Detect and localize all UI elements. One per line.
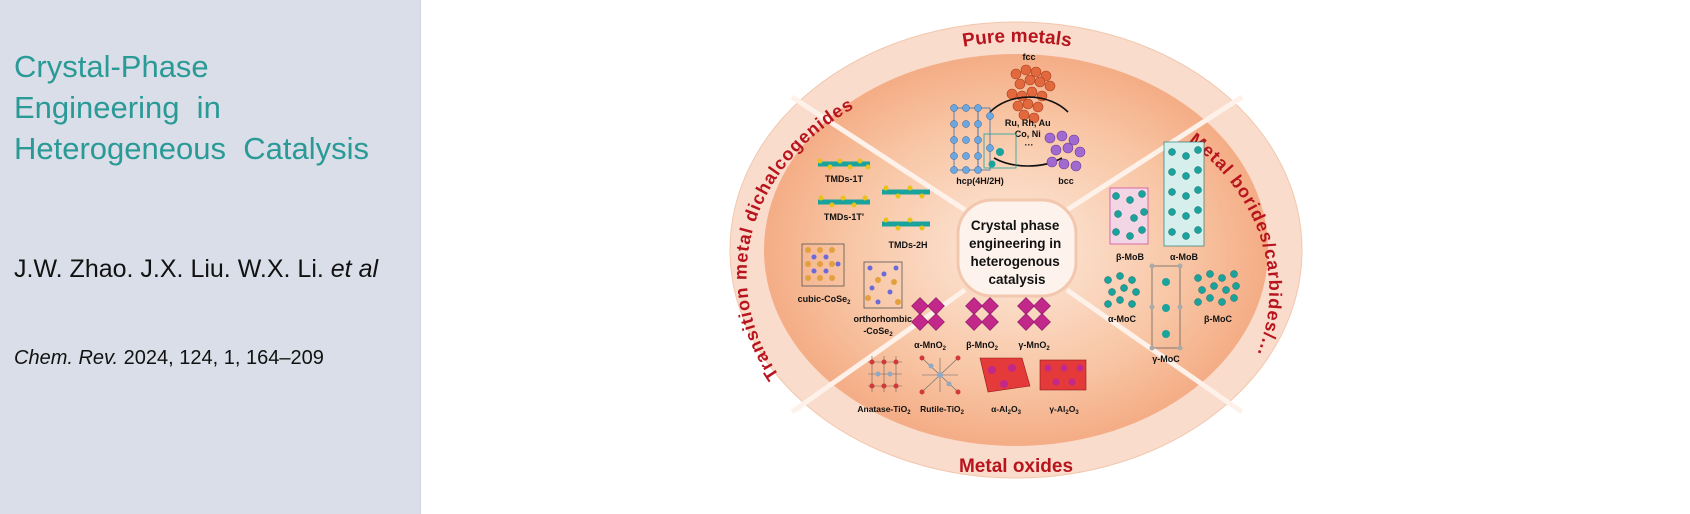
alpha-mno2-label: α-MnO2 — [914, 340, 947, 352]
tmd-2h-structure — [882, 185, 930, 231]
ortho-coSe2-structure — [863, 261, 903, 309]
alpha-moc-label: α-MoC — [1108, 314, 1137, 324]
bcc-label: bcc — [1058, 176, 1074, 186]
anatase-tio2-structure — [868, 356, 902, 392]
beta-mob-label: β-MoB — [1116, 252, 1144, 262]
gamma-al2o3-structure — [1039, 359, 1087, 391]
paper-title-line1: Crystal-Phase — [14, 49, 209, 84]
oxides-sector: α-MnO2 β-MnO2 γ-MnO2 Anatase-TiO2 Rutile… — [857, 297, 1087, 416]
hcp-label: hcp(4H/2H) — [956, 176, 1004, 186]
beta-moc-label: β-MoC — [1204, 314, 1232, 324]
borides-carbides-sector: β-MoB α-MoB α-MoC γ-MoC β-MoC — [1104, 141, 1240, 364]
tmd-sector: TMDs-1T TMDs-1T' TMDs-2H cubic-CoSe2 — [798, 158, 930, 338]
alpha-moc-structure — [1104, 272, 1140, 308]
cycle-arc-top — [989, 96, 1069, 113]
beta-mno2-label: β-MnO2 — [966, 340, 999, 352]
beta-moc-structure — [1194, 270, 1240, 306]
citation-details: 2024, 124, 1, 164–209 — [123, 347, 324, 369]
tmd-1tp-label: TMDs-1T' — [824, 212, 864, 222]
alpha-al2o3-label: α-Al2O3 — [991, 404, 1022, 416]
gamma-moc-label: γ-MoC — [1152, 354, 1180, 364]
paper-title: Crystal-Phase Engineering in Heterogeneo… — [14, 46, 414, 169]
paper-title-line2: Engineering in — [14, 90, 221, 125]
alpha-mno2-structure — [911, 297, 945, 331]
cubic-coSe2-structure — [801, 243, 845, 287]
gamma-mno2-structure — [1017, 297, 1051, 331]
bcc-cluster — [1044, 130, 1086, 172]
authors-names: J.W. Zhao. J.X. Liu. W.X. Li. — [14, 255, 324, 283]
gamma-mno2-label: γ-MnO2 — [1018, 340, 1050, 352]
beta-mob-structure — [1109, 187, 1149, 245]
anatase-tio2-label: Anatase-TiO2 — [857, 404, 911, 416]
fcc-label: fcc — [1022, 52, 1035, 62]
paper-citation: Chem. Rev. 2024, 124, 1, 164–209 — [14, 347, 414, 370]
toc-graphic: Pure metals Metal oxides Transition meta… — [729, 21, 1303, 479]
ring-label-bottom: Metal oxides — [959, 456, 1073, 477]
hcp-lattice — [950, 104, 1017, 174]
gamma-moc-structure — [1149, 263, 1183, 351]
alpha-mob-label: α-MoB — [1170, 252, 1199, 262]
fcc-cluster — [1006, 64, 1056, 124]
cubic-coSe2-label: cubic-CoSe2 — [798, 294, 852, 306]
center-text: Crystal phase engineering in heterogenou… — [969, 218, 1065, 287]
tmd-1t-label: TMDs-1T — [825, 174, 864, 184]
gamma-al2o3-label: γ-Al2O3 — [1049, 404, 1079, 416]
rutile-tio2-structure — [919, 355, 961, 395]
alpha-mob-structure — [1163, 141, 1205, 247]
beta-mno2-structure — [965, 297, 999, 331]
paper-info-panel: Crystal-Phase Engineering in Heterogeneo… — [0, 0, 421, 514]
authors-etal: et al — [330, 255, 379, 283]
ortho-coSe2-label: orthorhombic -CoSe2 — [853, 314, 914, 338]
journal-name: Chem. Rev. — [14, 347, 119, 369]
tmd-1t-structure — [817, 158, 871, 170]
tmd-1tp-structure — [818, 195, 870, 208]
paper-authors: J.W. Zhao. J.X. Liu. W.X. Li. et al — [14, 252, 414, 286]
toc-figure: Pure metals Metal oxides Transition meta… — [722, 12, 1312, 490]
tmd-2h-label: TMDs-2H — [888, 240, 927, 250]
metals-list: Ru, Rh, Au Co, Ni ··· — [1005, 118, 1053, 150]
paper-title-line3: Heterogeneous Catalysis — [14, 131, 369, 166]
rutile-tio2-label: Rutile-TiO2 — [920, 404, 964, 416]
center-badge — [956, 198, 1078, 298]
pure-metals-sector: fcc Ru, Rh, Au Co, Ni ··· — [950, 52, 1086, 186]
alpha-al2o3-structure — [979, 357, 1031, 393]
